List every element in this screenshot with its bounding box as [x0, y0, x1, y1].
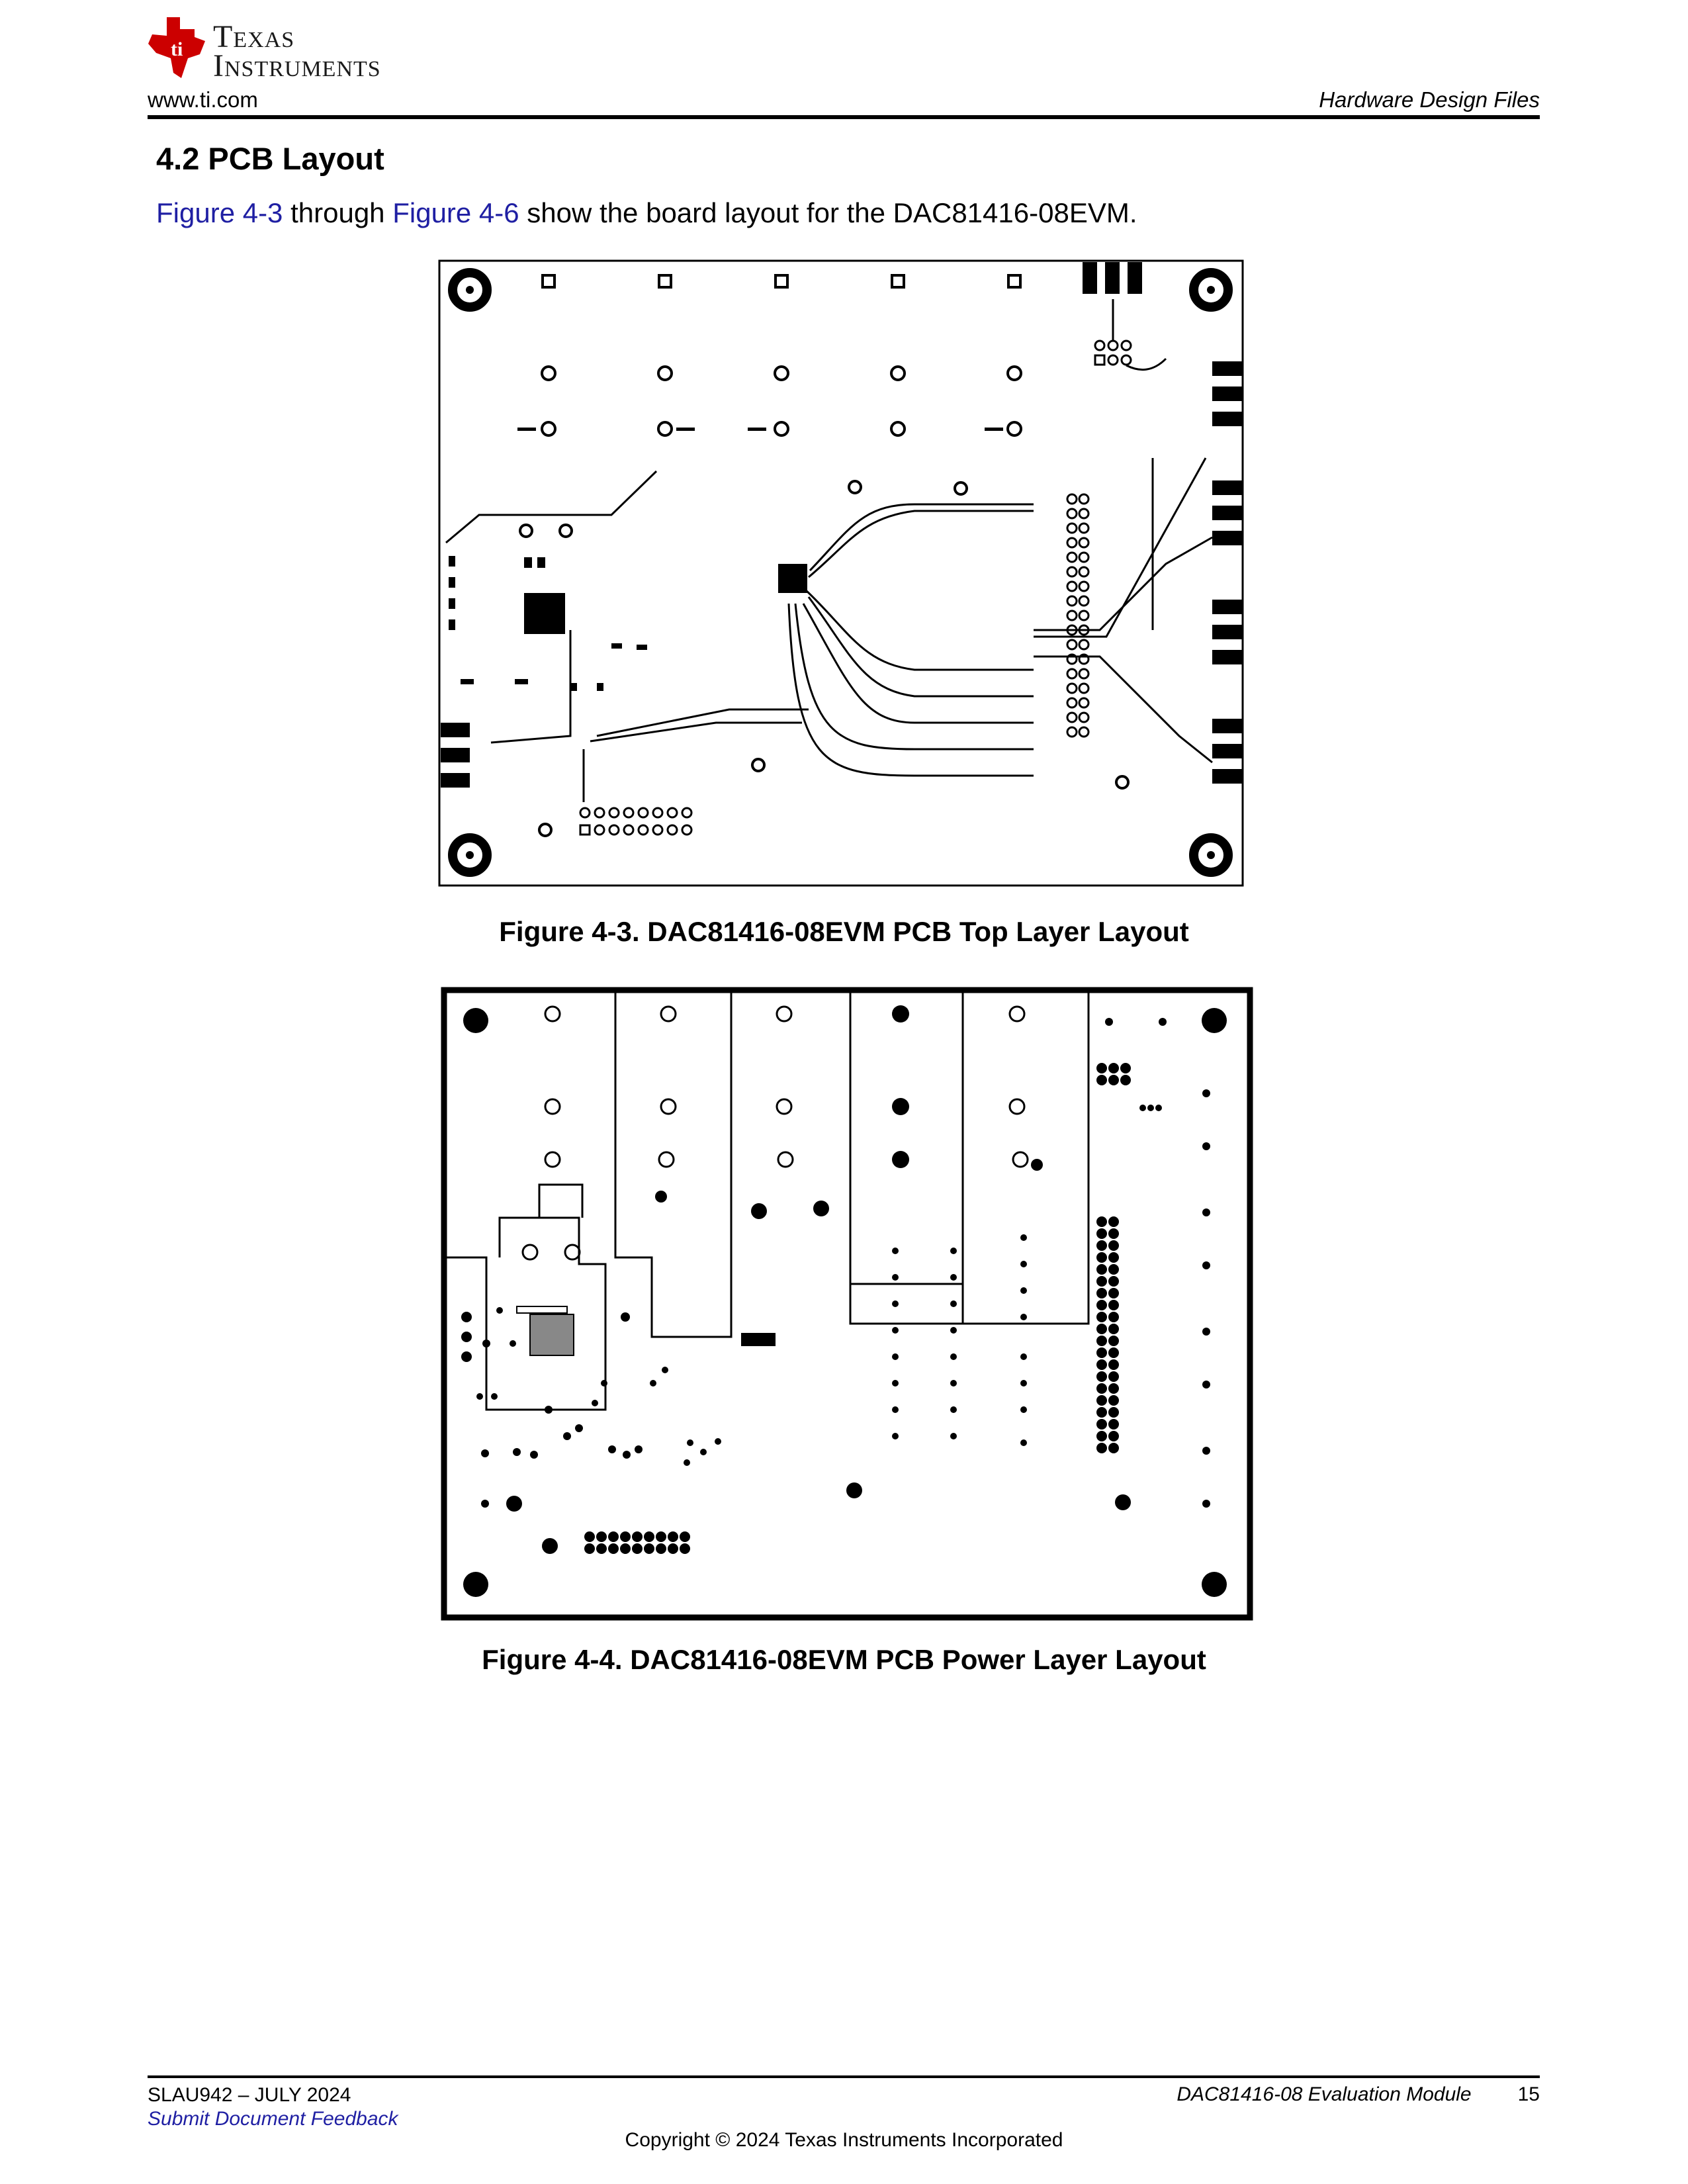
product-name: DAC81416-08 Evaluation Module: [1177, 2083, 1472, 2105]
ti-logo: ti Texas Instruments: [147, 15, 425, 87]
intro-text-mid: through: [283, 197, 393, 228]
brand-line1: Texas: [213, 19, 295, 54]
header-url[interactable]: www.ti.com: [148, 87, 258, 112]
intro-text-rest: show the board layout for the DAC81416-0…: [519, 197, 1137, 228]
document-id: SLAU942 – JULY 2024: [148, 2084, 351, 2106]
copyright-notice: Copyright © 2024 Texas Instruments Incor…: [625, 2129, 1063, 2151]
brand-line2: Instruments: [213, 48, 381, 83]
svg-text:ti: ti: [171, 38, 183, 60]
header-section-label: Hardware Design Files: [1319, 87, 1540, 112]
figure-link-4-3[interactable]: Figure 4-3: [156, 197, 283, 228]
submit-feedback-link[interactable]: Submit Document Feedback: [148, 2108, 398, 2130]
footer-rule: [148, 2075, 1540, 2078]
intro-paragraph: Figure 4-3 through Figure 4-6 show the b…: [156, 197, 1137, 229]
figure-4-3-caption: Figure 4-3. DAC81416-08EVM PCB Top Layer…: [499, 916, 1189, 947]
figure-4-4-caption: Figure 4-4. DAC81416-08EVM PCB Power Lay…: [482, 1644, 1206, 1675]
pcb-power-layer-figure: [441, 987, 1253, 1621]
footer-left: SLAU942 – JULY 2024 Submit Document Feed…: [148, 2083, 398, 2131]
footer-right: DAC81416-08 Evaluation Module 15: [1177, 2083, 1540, 2106]
figure-link-4-6[interactable]: Figure 4-6: [392, 197, 519, 228]
section-title: 4.2 PCB Layout: [156, 141, 384, 176]
pcb-top-layer-figure: [438, 259, 1244, 887]
header-rule: [148, 115, 1540, 119]
page-number: 15: [1517, 2083, 1540, 2105]
ti-logo-icon: ti: [148, 17, 205, 78]
brand-name: Texas Instruments: [213, 19, 381, 83]
